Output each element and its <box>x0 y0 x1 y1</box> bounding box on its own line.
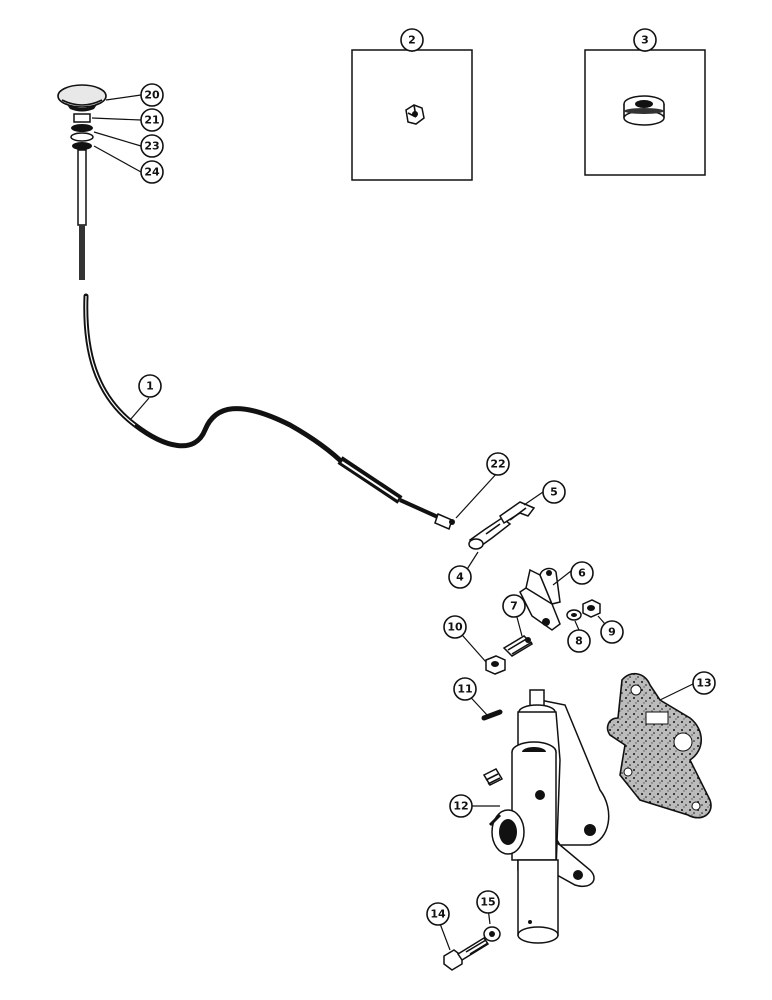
svg-text:14: 14 <box>430 908 446 921</box>
callout-10: 10 <box>443 615 467 639</box>
control-knob-assembly <box>57 84 107 280</box>
grommet-illustration <box>623 95 665 126</box>
callout-3: 3 <box>633 28 657 52</box>
bolt-part-14 <box>443 936 490 971</box>
control-cable <box>83 293 455 531</box>
stud-part-7 <box>502 635 534 657</box>
callout-24: 24 <box>140 160 164 184</box>
washer-part-8 <box>566 609 582 621</box>
svg-text:22: 22 <box>490 458 505 471</box>
callout-11: 11 <box>453 677 477 701</box>
clip-part-5 <box>499 501 536 525</box>
svg-text:20: 20 <box>144 89 160 102</box>
callout-22: 22 <box>486 452 510 476</box>
gasket-part-13 <box>606 672 712 819</box>
callout-9: 9 <box>600 620 624 644</box>
callout-15: 15 <box>476 890 500 914</box>
callout-7: 7 <box>502 594 526 618</box>
svg-text:1: 1 <box>146 380 154 393</box>
callout-8: 8 <box>567 629 591 653</box>
inset-box-part-3 <box>584 49 706 176</box>
svg-text:15: 15 <box>480 896 495 909</box>
leader-lines <box>91 50 696 951</box>
svg-text:21: 21 <box>144 114 159 127</box>
callout-1: 1 <box>138 374 162 398</box>
callout-23: 23 <box>140 134 164 158</box>
svg-text:6: 6 <box>578 567 586 580</box>
washer-part-15 <box>483 926 501 942</box>
svg-text:12: 12 <box>453 800 468 813</box>
svg-text:24: 24 <box>144 166 160 179</box>
callout-2: 2 <box>400 28 424 52</box>
callout-21: 21 <box>140 108 164 132</box>
svg-text:10: 10 <box>447 621 463 634</box>
svg-text:3: 3 <box>641 34 649 47</box>
svg-text:8: 8 <box>575 635 583 648</box>
svg-text:11: 11 <box>457 683 472 696</box>
svg-text:23: 23 <box>144 140 159 153</box>
svg-text:2: 2 <box>408 34 416 47</box>
inset-box-part-2 <box>351 49 473 181</box>
bushing-illustration <box>405 104 425 125</box>
valve-body-part-12 <box>482 689 610 944</box>
lever-part-6 <box>519 567 561 631</box>
svg-text:5: 5 <box>550 486 558 499</box>
pin-part-11 <box>481 709 503 721</box>
svg-text:7: 7 <box>510 600 518 613</box>
svg-text:13: 13 <box>696 677 711 690</box>
svg-text:4: 4 <box>456 571 464 584</box>
yoke-part-4 <box>468 517 512 550</box>
nut-part-10 <box>485 655 506 675</box>
callout-20: 20 <box>140 83 164 107</box>
callout-12: 12 <box>449 794 473 818</box>
callout-6: 6 <box>570 561 594 585</box>
callout-4: 4 <box>448 565 472 589</box>
svg-text:9: 9 <box>608 626 616 639</box>
callout-14: 14 <box>426 902 450 926</box>
nut-part-9 <box>582 599 601 618</box>
callout-5: 5 <box>542 480 566 504</box>
callout-13: 13 <box>692 671 716 695</box>
